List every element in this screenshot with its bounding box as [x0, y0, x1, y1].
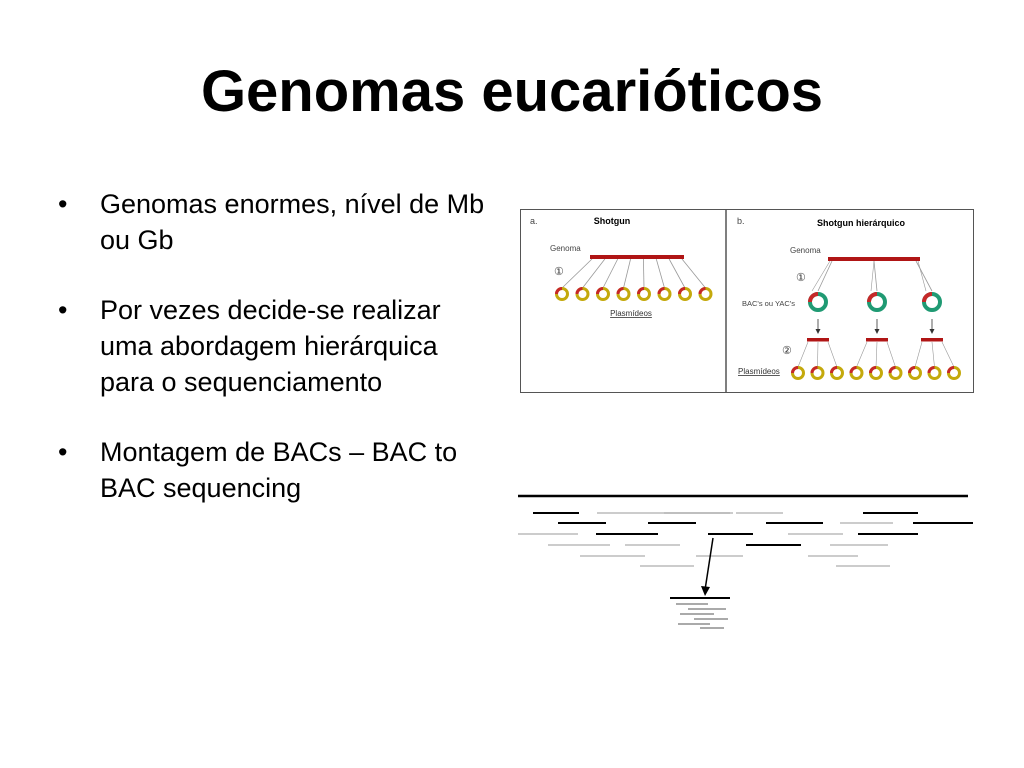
- shotgun-diagram: a. Shotgun Genoma ① Plasmídeos b. Shotgu…: [520, 209, 974, 393]
- bac-line: [870, 260, 875, 292]
- plasmid-insert: [810, 366, 818, 374]
- plasmid-insert: [678, 287, 686, 295]
- bac-line: [915, 260, 933, 292]
- fragment-line: [827, 341, 838, 368]
- plasmid-insert: [908, 366, 916, 374]
- fragment-line: [875, 341, 878, 368]
- bullet-text: Montagem de BACs – BAC to BAC sequencing: [100, 437, 458, 503]
- panel-b: b. Shotgun hierárquico Genoma ① BAC's ou…: [737, 216, 961, 380]
- bac-line: [817, 260, 833, 292]
- plasmid-insert: [698, 287, 706, 295]
- panel-b-genome-label: Genoma: [790, 246, 821, 255]
- bac-insert-bar: [807, 338, 829, 342]
- bullet-icon: •: [58, 295, 68, 325]
- fragment-line: [931, 341, 935, 368]
- fragment-line: [914, 341, 923, 368]
- bullet-icon: •: [58, 189, 68, 219]
- bac-insert-bar: [866, 338, 888, 342]
- diagram-border: [520, 209, 974, 393]
- bullet-icon: •: [58, 437, 68, 467]
- panel-b-bac-label: BAC's ou YAC's: [742, 299, 795, 308]
- panel-a-plasmids: [555, 287, 713, 301]
- panel-b-letter: b.: [737, 216, 745, 226]
- plasmid-insert: [791, 366, 799, 374]
- bullet-item: • Montagem de BACs – BAC to BAC sequenci…: [58, 434, 498, 506]
- contig-reads: [518, 512, 973, 567]
- fragment-line: [602, 258, 619, 289]
- panel-b-structure: [791, 257, 961, 380]
- panel-a-letter: a.: [530, 216, 538, 226]
- bullet-item: • Genomas enormes, nível de Mb ou Gb: [58, 186, 498, 258]
- fragment-line: [623, 258, 631, 289]
- bullet-list: • Genomas enormes, nível de Mb ou Gb • P…: [58, 186, 498, 540]
- fragment-line: [582, 258, 606, 289]
- panel-b-genome-bar: [828, 257, 920, 261]
- fragment-line: [681, 258, 706, 289]
- arrow-head-icon: [815, 329, 821, 334]
- plasmid-insert: [616, 287, 624, 295]
- panel-a-plasmid-label: Plasmídeos: [610, 309, 652, 318]
- bac-line: [873, 260, 878, 292]
- fragment-line: [655, 258, 665, 289]
- plasmid-insert: [849, 366, 857, 374]
- fragment-line: [941, 341, 955, 368]
- bac-line: [917, 260, 927, 292]
- arrow-head-icon: [929, 329, 935, 334]
- plasmid-insert: [657, 287, 665, 295]
- contig-stack: [670, 597, 730, 629]
- panel-b-step1: ①: [796, 272, 806, 284]
- plasmid-insert: [888, 366, 896, 374]
- bullet-item: • Por vezes decide-se realizar uma abord…: [58, 292, 498, 400]
- fragment-line: [797, 341, 809, 368]
- panel-a-title: Shotgun: [594, 216, 631, 226]
- assembly-arrow-head: [701, 586, 710, 596]
- plasmid-insert: [555, 287, 563, 295]
- bullet-text: Por vezes decide-se realizar uma abordag…: [100, 295, 441, 397]
- panel-a: a. Shotgun Genoma ① Plasmídeos: [530, 216, 713, 318]
- bac-insert: [808, 292, 819, 303]
- panel-a-genome-bar: [590, 255, 684, 259]
- panel-a-step: ①: [554, 266, 564, 278]
- bullet-text: Genomas enormes, nível de Mb ou Gb: [100, 189, 485, 255]
- plasmid-insert: [596, 287, 604, 295]
- fragment-line: [561, 258, 593, 289]
- plasmid-insert: [637, 287, 645, 295]
- bac-insert: [922, 292, 933, 303]
- panel-b-step2: ②: [782, 345, 792, 357]
- fragment-line: [643, 258, 645, 289]
- fragment-line: [886, 341, 896, 368]
- slide-title: Genomas eucarióticos: [200, 59, 824, 124]
- panel-b-title: Shotgun hierárquico: [817, 218, 906, 228]
- fragment-line: [668, 258, 686, 289]
- bac-insert-bar: [921, 338, 943, 342]
- fragment-line: [856, 341, 868, 368]
- plasmid-insert: [575, 287, 583, 295]
- plasmid-insert: [869, 366, 877, 374]
- bac-insert: [867, 292, 878, 303]
- panel-a-lines: [561, 258, 706, 289]
- fragment-line: [817, 341, 819, 368]
- arrow-head-icon: [874, 329, 880, 334]
- plasmid-insert: [830, 366, 838, 374]
- plasmid-insert: [947, 366, 955, 374]
- bac-line: [811, 260, 831, 292]
- panel-b-plasmid-label: Plasmídeos: [738, 367, 780, 376]
- contig-assembly-figure: [518, 494, 973, 629]
- assembly-arrow: [704, 537, 714, 591]
- panel-a-genome-label: Genoma: [550, 244, 581, 253]
- plasmid-insert: [927, 366, 935, 374]
